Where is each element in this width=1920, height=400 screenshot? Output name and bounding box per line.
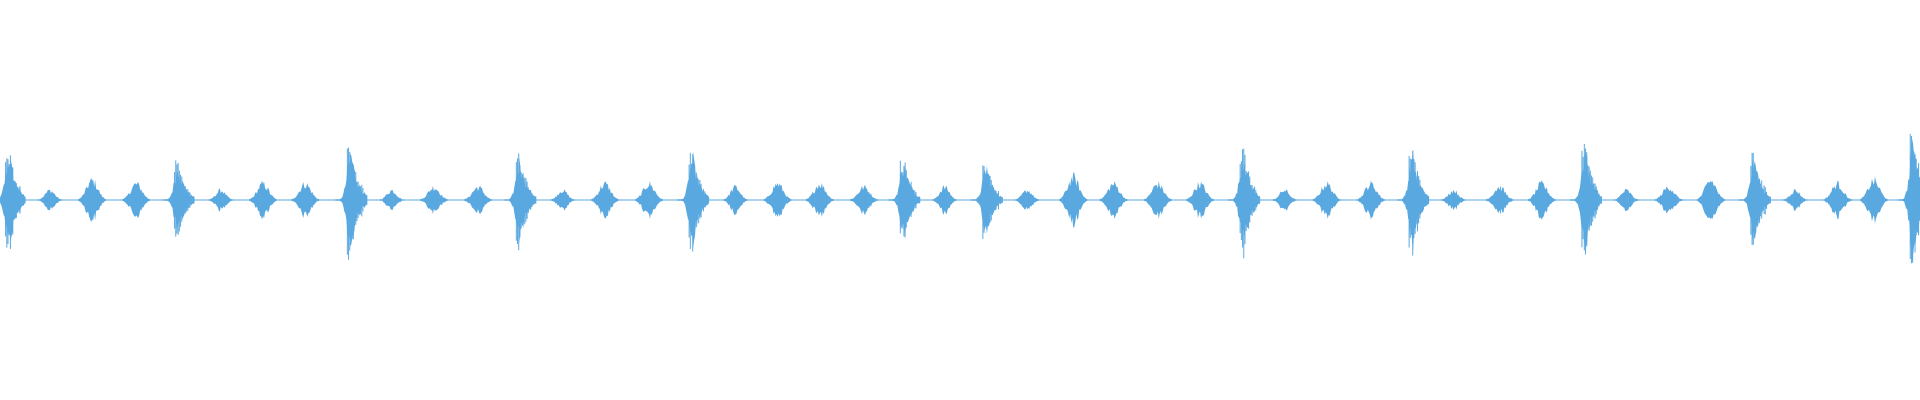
- waveform-envelope: [379, 190, 404, 210]
- waveform-burst: [590, 181, 619, 219]
- waveform-envelope: [1272, 189, 1297, 211]
- waveform-burst: [1898, 133, 1920, 264]
- waveform-burst: [723, 184, 748, 216]
- waveform-burst: [1356, 180, 1385, 220]
- waveform-burst: [763, 183, 792, 217]
- waveform-envelope: [932, 185, 957, 215]
- waveform-burst: [208, 188, 233, 212]
- waveform-burst: [634, 181, 663, 219]
- waveform-envelope: [1186, 181, 1214, 219]
- waveform-envelope: [723, 184, 748, 216]
- waveform-burst: [805, 182, 834, 218]
- waveform-envelope: [1654, 186, 1683, 214]
- waveform-envelope: [1099, 181, 1128, 219]
- waveform-bursts: [0, 133, 1920, 264]
- waveform-burst: [970, 165, 1003, 239]
- waveform-burst: [1859, 176, 1888, 224]
- waveform-envelope: [208, 188, 233, 212]
- waveform-burst: [504, 153, 537, 251]
- waveform-envelope: [1783, 189, 1808, 211]
- waveform-envelope: [122, 181, 151, 219]
- waveform-envelope: [1696, 180, 1725, 220]
- waveform-envelope: [1859, 176, 1888, 224]
- waveform-envelope: [1527, 180, 1556, 220]
- waveform-burst: [1272, 189, 1297, 211]
- waveform-burst: [1059, 172, 1088, 228]
- waveform-envelope: [1059, 172, 1088, 228]
- waveform-envelope: [1143, 180, 1172, 220]
- waveform-burst: [850, 184, 878, 216]
- waveform-burst: [1441, 189, 1466, 211]
- waveform-burst: [1654, 186, 1683, 214]
- waveform-burst: [550, 189, 575, 211]
- waveform-envelope: [550, 189, 575, 211]
- waveform-burst: [1015, 190, 1040, 210]
- waveform-burst: [1696, 180, 1725, 220]
- waveform-burst: [1312, 181, 1341, 219]
- waveform-envelope: [850, 184, 878, 216]
- waveform-envelope: [1356, 180, 1385, 220]
- waveform-burst: [1569, 144, 1602, 255]
- waveform-envelope: [763, 183, 792, 217]
- waveform-burst: [379, 190, 404, 210]
- waveform-burst: [1397, 148, 1430, 256]
- waveform-envelope: [805, 182, 834, 218]
- waveform-burst: [162, 160, 195, 237]
- waveform-burst: [1614, 188, 1639, 212]
- waveform-burst: [888, 160, 921, 238]
- waveform-envelope: [78, 177, 107, 223]
- waveform-envelope: [1485, 185, 1514, 215]
- waveform-envelope: [1312, 181, 1341, 219]
- waveform-burst: [37, 189, 62, 211]
- waveform-envelope: [1441, 189, 1466, 211]
- waveform-envelope: [37, 189, 62, 211]
- waveform-envelope: [419, 185, 448, 215]
- waveform-burst: [1738, 152, 1771, 245]
- waveform-burst: [464, 185, 493, 215]
- waveform-burst: [1527, 180, 1556, 220]
- waveform-envelope: [1614, 188, 1639, 212]
- waveform-burst: [1485, 185, 1514, 215]
- waveform-envelope: [634, 181, 663, 219]
- waveform-burst: [335, 147, 368, 260]
- waveform-envelope: [464, 185, 493, 215]
- waveform-burst: [1823, 180, 1852, 220]
- waveform-burst: [0, 155, 26, 249]
- waveform-burst: [1143, 180, 1172, 220]
- waveform-burst: [1783, 189, 1808, 211]
- waveform-envelope: [249, 180, 278, 220]
- waveform-burst: [249, 180, 278, 220]
- waveform-burst: [1186, 181, 1214, 219]
- waveform-burst: [419, 185, 448, 215]
- waveform-burst: [78, 177, 107, 223]
- waveform-envelope: [1015, 190, 1040, 210]
- waveform-burst: [291, 182, 320, 218]
- waveform-burst: [677, 152, 710, 252]
- waveform-burst: [932, 185, 957, 215]
- waveform-envelope: [1823, 180, 1852, 220]
- waveform-envelope: [590, 181, 619, 219]
- waveform-envelope: [291, 182, 320, 218]
- waveform-burst: [1099, 181, 1128, 219]
- waveform-burst: [122, 181, 151, 219]
- waveform-burst: [1228, 148, 1261, 259]
